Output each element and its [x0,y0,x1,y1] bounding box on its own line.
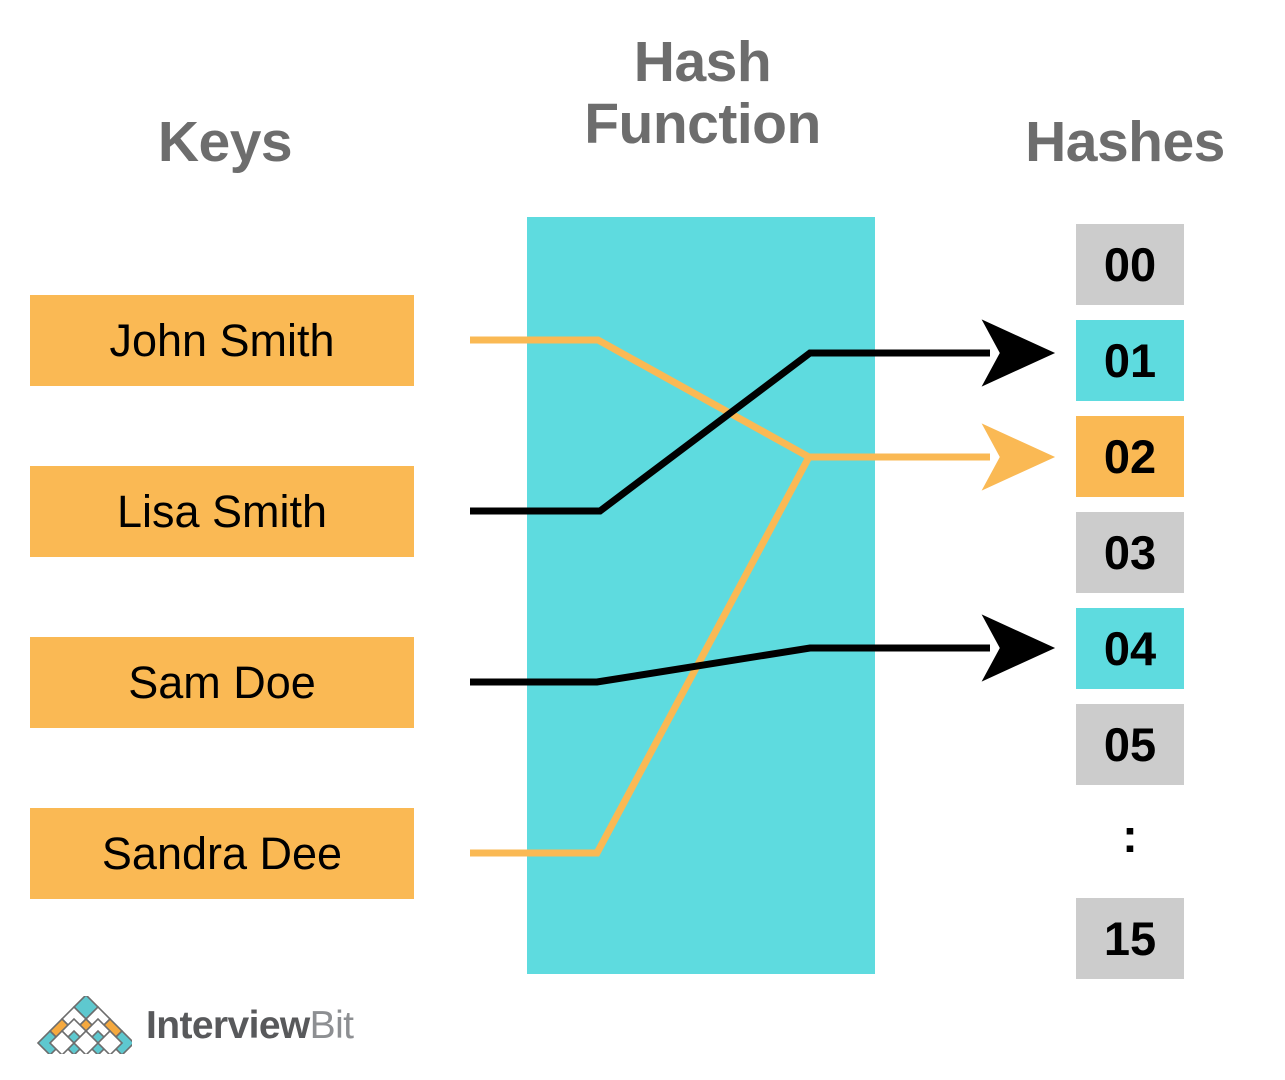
hash-slot-05[interactable]: 05 [1076,704,1184,785]
interviewbit-diamond-icon [36,996,132,1054]
hash-slot-label: 00 [1103,238,1157,291]
hash-slot-02[interactable]: 02 [1076,416,1184,497]
hash-slot-ellipsis: : [1122,809,1138,862]
column-title-hashes: Hashes [1025,110,1225,174]
logo-text-primary: Interview [146,1003,310,1047]
hash-slot-00[interactable]: 00 [1076,224,1184,305]
logo-text-secondary: Bit [309,1003,354,1047]
interviewbit-wordmark: InterviewBit [146,1003,354,1047]
hash-slot-label: 05 [1103,718,1157,771]
key-label: Lisa Smith [116,486,328,537]
key-label: Sandra Dee [101,828,343,879]
hash-function-block [527,217,875,974]
column-title-hash-function: Hash Function [584,30,821,156]
hash-slot-label: 03 [1103,526,1157,579]
interviewbit-logo[interactable]: InterviewBit [36,996,354,1054]
hash-slot-03[interactable]: 03 [1076,512,1184,593]
hash-slot-label: 15 [1103,912,1157,965]
hash-slot-15[interactable]: 15 [1076,898,1184,979]
hash-slot-01[interactable]: 01 [1076,320,1184,401]
key-box-john-smith[interactable]: John Smith [30,295,414,386]
key-box-sam-doe[interactable]: Sam Doe [30,637,414,728]
hash-slot-label: 01 [1103,334,1157,387]
hash-slot-label: 02 [1103,430,1157,483]
column-title-keys: Keys [157,110,293,174]
key-label: Sam Doe [128,657,316,708]
hash-slot-label: 04 [1103,622,1157,675]
key-label: John Smith [109,315,335,366]
key-box-lisa-smith[interactable]: Lisa Smith [30,466,414,557]
key-box-sandra-dee[interactable]: Sandra Dee [30,808,414,899]
hash-slot-04[interactable]: 04 [1076,608,1184,689]
